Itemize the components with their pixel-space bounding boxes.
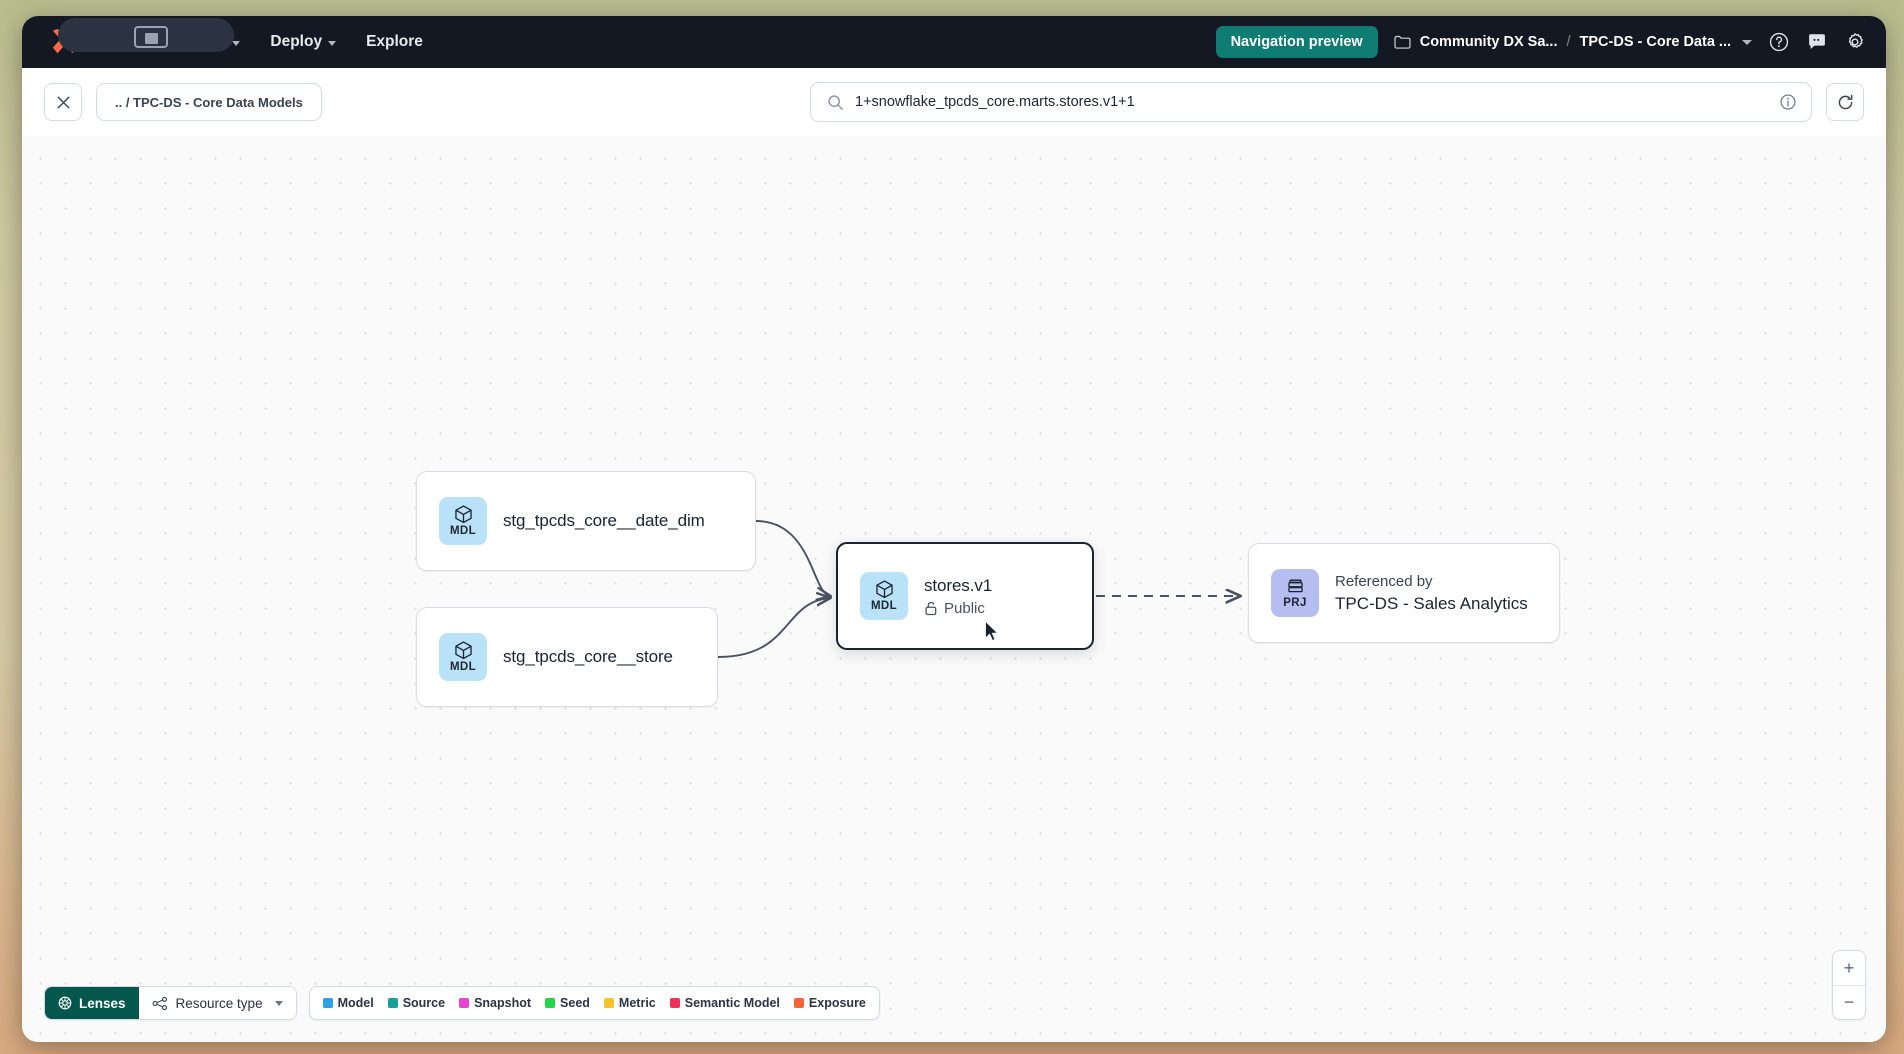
node-title: stg_tpcds_core__date_dim (503, 511, 705, 530)
cube-icon (454, 641, 472, 660)
feedback-icon[interactable] (1806, 31, 1828, 53)
chevron-down-icon (328, 40, 337, 46)
lineage-canvas[interactable]: MDL stg_tpcds_core__date_dim MDL stg_tpc… (22, 136, 1886, 1042)
legend-item-source[interactable]: Source (387, 996, 446, 1010)
node-access-row: Public (924, 600, 992, 617)
legend-swatch (459, 998, 470, 1008)
close-icon (57, 96, 69, 108)
legend-label: Model (337, 996, 374, 1010)
nav-item-deploy-label: Deploy (270, 33, 323, 50)
legend-swatch (603, 998, 614, 1008)
resource-type-dropdown[interactable]: Resource type (138, 987, 296, 1019)
resource-badge-label: MDL (449, 525, 477, 538)
lineage-node-project-sales-analytics[interactable]: PRJ Referenced by TPC-DS - Sales Analyti… (1248, 543, 1560, 643)
chevron-down-icon (232, 40, 241, 46)
resource-badge-project: PRJ (1271, 569, 1319, 617)
node-access-label: Public (944, 599, 985, 617)
close-lineage-button[interactable] (44, 83, 82, 121)
resource-badge-label: PRJ (1283, 597, 1307, 610)
nav-item-explore[interactable]: Explore (366, 33, 423, 51)
nav-item-deploy[interactable]: Deploy (270, 33, 337, 51)
search-input[interactable] (855, 94, 1768, 110)
nav-item-explore-label: Explore (366, 33, 423, 50)
zoom-in-button[interactable]: + (1843, 957, 1855, 978)
legend-swatch (669, 998, 680, 1008)
refresh-lineage-button[interactable] (1826, 83, 1864, 121)
lens-control-group: Lenses Resource type (44, 986, 297, 1020)
resource-badge-label: MDL (449, 661, 477, 674)
cube-icon (454, 505, 472, 524)
project-breadcrumb-pill[interactable]: .. / TPC-DS - Core Data Models (96, 83, 322, 121)
lineage-node-stg-store[interactable]: MDL stg_tpcds_core__store (416, 607, 718, 707)
node-title: stg_tpcds_core__store (503, 647, 673, 666)
edge-date-dim-to-stores (755, 520, 830, 596)
lineage-graph: MDL stg_tpcds_core__date_dim MDL stg_tpc… (22, 136, 1886, 1042)
node-text-group: stores.v1 Public (924, 576, 992, 617)
resource-badge-model: MDL (439, 497, 487, 545)
legend-label: Exposure (808, 996, 866, 1010)
zoom-out-button[interactable]: − (1833, 985, 1865, 1019)
node-text-group: stg_tpcds_core__date_dim (503, 511, 705, 531)
breadcrumb-project[interactable]: TPC-DS - Core Data ... (1579, 34, 1731, 50)
legend-item-snapshot[interactable]: Snapshot (459, 996, 531, 1010)
node-text-group: stg_tpcds_core__store (503, 647, 673, 667)
node-text-group: Referenced by TPC-DS - Sales Analytics (1335, 573, 1528, 614)
refresh-icon (1838, 94, 1852, 109)
legend-item-exposure[interactable]: Exposure (793, 996, 866, 1010)
navigation-preview-button[interactable]: Navigation preview (1215, 26, 1378, 58)
folder-icon (1394, 35, 1411, 49)
lineage-node-stores-v1[interactable]: MDL stores.v1 Public (836, 542, 1094, 650)
legend-item-seed[interactable]: Seed (545, 996, 590, 1010)
nodes-icon (152, 996, 167, 1010)
breadcrumb-account[interactable]: Community DX Sa... (1419, 34, 1558, 50)
browser-tab-icon (134, 26, 168, 48)
node-title: TPC-DS - Sales Analytics (1335, 593, 1528, 613)
top-navigation-bar: dbt Develop Deploy Explore Navigation pr… (22, 16, 1886, 68)
lineage-search-box[interactable] (810, 82, 1812, 122)
gear-icon[interactable] (1844, 31, 1866, 53)
legend-swatch (545, 998, 556, 1008)
breadcrumb-separator: / (1566, 34, 1571, 50)
legend-label: Snapshot (474, 996, 532, 1010)
legend-swatch (793, 998, 804, 1008)
lineage-toolbar: .. / TPC-DS - Core Data Models (22, 68, 1886, 136)
aperture-icon (58, 996, 72, 1010)
info-circle-icon[interactable] (1779, 93, 1797, 111)
unlock-icon (925, 601, 937, 615)
legend-item-semantic-model[interactable]: Semantic Model (669, 996, 780, 1010)
lenses-label: Lenses (79, 995, 126, 1011)
search-group (810, 82, 1864, 122)
lenses-button[interactable]: Lenses (45, 987, 139, 1019)
top-nav-right-group: Navigation preview Community DX Sa... / … (1215, 26, 1866, 58)
chevron-down-icon (274, 1000, 283, 1006)
node-kicker: Referenced by (1335, 572, 1433, 590)
legend-swatch (387, 998, 398, 1008)
legend-label: Source (402, 996, 446, 1010)
search-icon (828, 94, 843, 110)
legend-swatch (322, 998, 333, 1008)
edge-store-to-stores (717, 598, 830, 658)
legend-label: Semantic Model (684, 996, 780, 1010)
resource-type-label: Resource type (175, 995, 263, 1011)
lineage-node-stg-date-dim[interactable]: MDL stg_tpcds_core__date_dim (416, 471, 756, 571)
canvas-bottom-controls: Lenses Resource type Model (44, 986, 880, 1020)
browser-tab-stub[interactable] (58, 18, 234, 52)
account-project-breadcrumb: Community DX Sa... / TPC-DS - Core Data … (1394, 34, 1752, 50)
app-window: dbt Develop Deploy Explore Navigation pr… (22, 16, 1886, 1042)
legend-item-model[interactable]: Model (322, 996, 374, 1010)
resource-badge-label: MDL (870, 600, 898, 613)
chevron-down-icon[interactable] (1742, 39, 1752, 45)
legend-label: Seed (560, 996, 590, 1010)
node-title: stores.v1 (924, 575, 993, 595)
resource-type-legend: Model Source Snapshot Seed Metric (308, 986, 880, 1020)
legend-label: Metric (618, 996, 656, 1010)
resource-badge-model: MDL (439, 633, 487, 681)
resource-badge-model: MDL (860, 572, 908, 620)
zoom-controls: + − (1832, 950, 1866, 1020)
legend-item-metric[interactable]: Metric (603, 996, 656, 1010)
layers-icon (1287, 579, 1303, 593)
help-circle-icon[interactable] (1768, 31, 1790, 53)
cube-icon (875, 580, 893, 599)
